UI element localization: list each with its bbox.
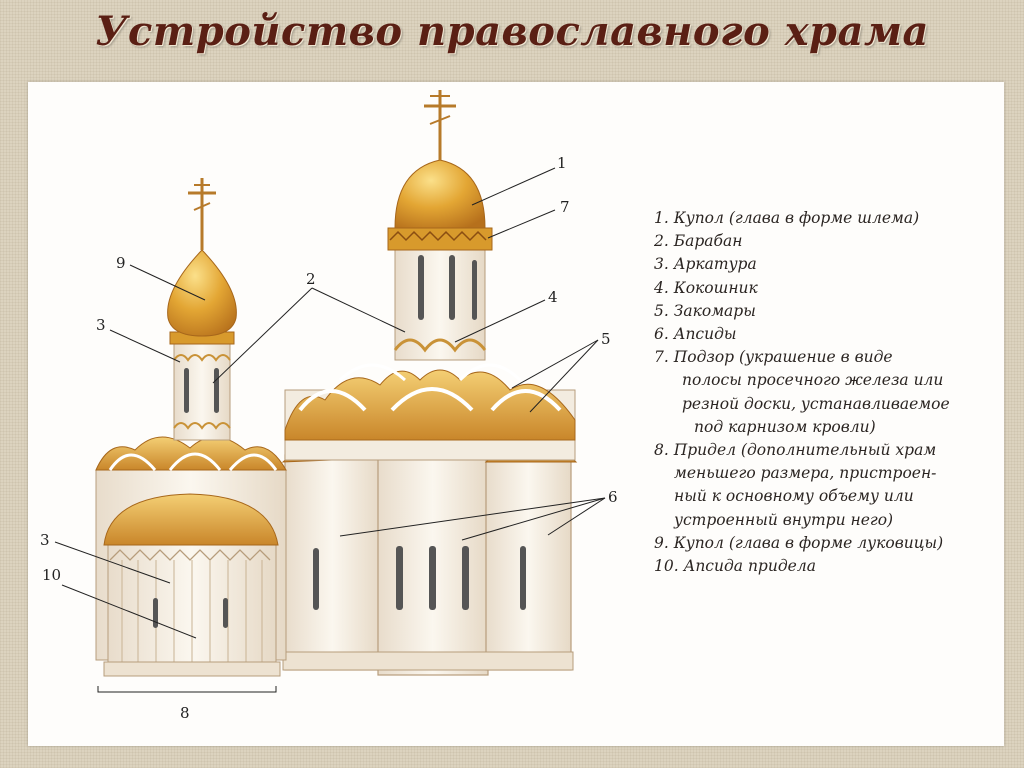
- legend-item-5: 5. Закомары: [654, 301, 756, 320]
- callout-1: 1: [557, 154, 567, 172]
- callout-3-drum: 3: [96, 316, 106, 334]
- helmet-dome: [394, 90, 486, 229]
- chapel-apse: [103, 493, 281, 677]
- callout-6: 6: [608, 488, 618, 506]
- page-title: Устройство православного храма: [95, 8, 929, 55]
- callout-5: 5: [601, 330, 611, 348]
- legend-item-9: 9. Купол (глава в форме луковицы): [654, 533, 944, 552]
- legend-item-6: 6. Апсиды: [654, 325, 737, 344]
- onion-dome: [167, 178, 237, 337]
- main-apses: [281, 428, 578, 676]
- callout-7: 7: [560, 198, 570, 216]
- legend-list: 1. Купол (глава в форме шлема) 2. Бараба…: [654, 207, 1004, 578]
- callout-numbers: 1 7 2 4 9 3 5 6 3 10 8: [40, 154, 618, 722]
- legend-item-1: 1. Купол (глава в форме шлема): [654, 209, 920, 227]
- legend-item-10: 10. Апсида придела: [654, 557, 816, 576]
- main-upper-volume: [284, 363, 576, 461]
- leader-lines: [54, 167, 606, 693]
- callout-9: 9: [116, 254, 126, 272]
- legend-item-3: 3. Аркатура: [654, 255, 757, 274]
- callout-2: 2: [306, 270, 316, 288]
- main-drum: [387, 227, 493, 361]
- legend-item-2: 2. Барабан: [654, 232, 743, 251]
- legend-item-4: 4. Кокошник: [654, 278, 758, 297]
- callout-10: 10: [42, 566, 61, 584]
- callout-3-apse: 3: [40, 531, 50, 549]
- legend-item-7: 7. Подзор (украшение в виде полосы просе…: [654, 348, 950, 436]
- callout-4: 4: [548, 288, 558, 306]
- callout-8: 8: [180, 704, 190, 722]
- legend-item-8: 8. Придел (дополнительный храм меньшего …: [654, 441, 937, 529]
